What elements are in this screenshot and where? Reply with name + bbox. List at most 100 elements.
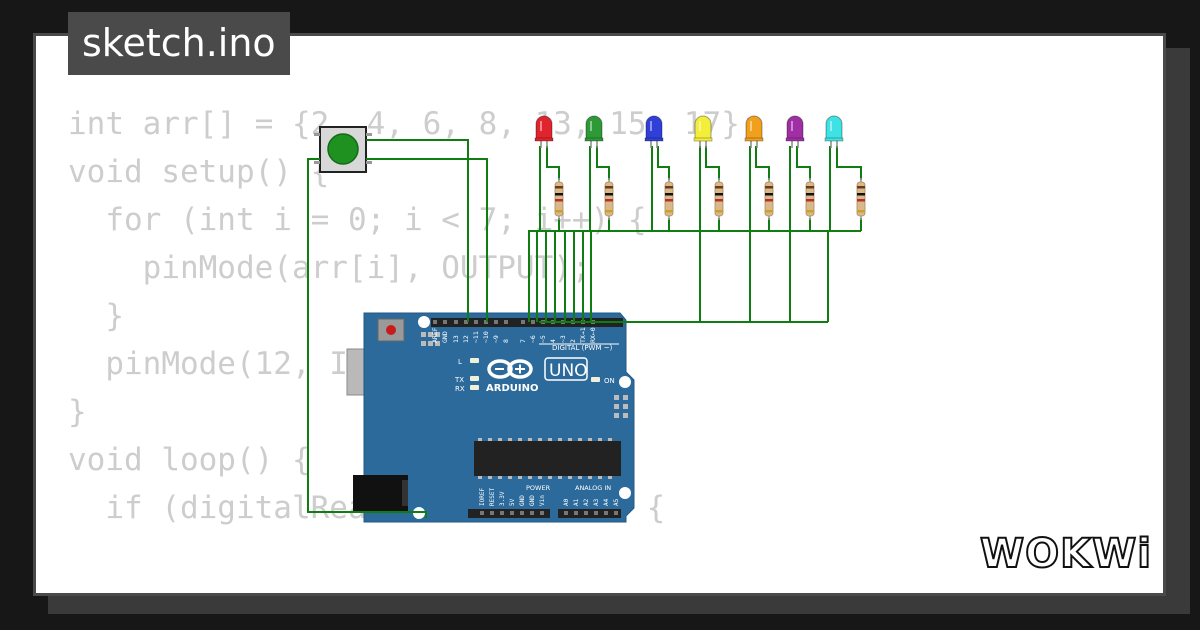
power-header [468, 509, 550, 518]
header-pin[interactable] [604, 511, 608, 515]
wire [596, 146, 610, 180]
header-pin[interactable] [443, 320, 447, 324]
pin-label: 4 [549, 339, 557, 343]
header-pin[interactable] [510, 511, 514, 515]
header-pin[interactable] [500, 511, 504, 515]
pin-label: ~9 [492, 335, 500, 343]
code-line: } [68, 394, 87, 430]
button-cap[interactable] [327, 133, 359, 165]
resistor[interactable] [805, 178, 815, 220]
pin-label: RESET [489, 488, 496, 506]
pushbutton[interactable] [314, 126, 372, 173]
header-pin[interactable] [494, 320, 498, 324]
pin-label: 5V [509, 498, 516, 506]
icsp-header-2 [614, 395, 628, 418]
header-pin[interactable] [564, 511, 568, 515]
power-label: POWER [526, 484, 551, 492]
led-cyan[interactable] [824, 115, 844, 148]
header-pin[interactable] [531, 320, 535, 324]
on-label: ON [604, 377, 615, 385]
pin-label: A1 [573, 498, 580, 506]
pin-label: A3 [593, 498, 600, 506]
led-on [591, 377, 600, 382]
wire [705, 146, 720, 180]
resistor[interactable] [764, 178, 774, 220]
l-label: L [458, 358, 462, 366]
pin-label: AREF [431, 327, 439, 343]
pin-label: RX←0 [589, 327, 597, 343]
header-pin[interactable] [490, 511, 494, 515]
wokwi-logo-text: WOKWi [980, 531, 1152, 575]
resistor[interactable] [554, 178, 564, 220]
analog-label: ANALOG IN [575, 484, 611, 492]
tx-label: TX [454, 376, 464, 384]
icsp-header [421, 332, 440, 346]
wire [366, 139, 469, 322]
code-line: int arr[] = {2, 4, 6, 8, 13, 15, 17}; [68, 106, 759, 142]
pin-label: A2 [583, 498, 590, 506]
wokwi-logo[interactable]: WOKWi [978, 525, 1153, 575]
header-pin[interactable] [433, 320, 437, 324]
pin-label: ~6 [529, 335, 537, 343]
pin-label: ~5 [539, 335, 547, 343]
code-line: } [68, 298, 124, 334]
led-l [470, 358, 479, 363]
header-pin[interactable] [521, 320, 525, 324]
led-orange[interactable] [744, 115, 764, 148]
led-rx [470, 385, 479, 390]
mount-hole [619, 487, 631, 499]
led-blue[interactable] [644, 115, 664, 148]
pin-label: GND [519, 495, 526, 506]
file-tab[interactable]: sketch.ino [68, 12, 290, 75]
pin-label: GND [441, 331, 449, 343]
header-pin[interactable] [464, 320, 468, 324]
wire [307, 158, 427, 518]
header-pin[interactable] [540, 511, 544, 515]
resistor[interactable] [856, 178, 866, 220]
pin-label: 8 [502, 339, 510, 343]
pin-label: ~3 [559, 335, 567, 343]
header-pin[interactable] [574, 511, 578, 515]
header-pin[interactable] [520, 511, 524, 515]
header-pin[interactable] [454, 320, 458, 324]
wire [755, 146, 770, 180]
pin-label: 12 [462, 335, 470, 343]
header-pin[interactable] [614, 511, 618, 515]
pin-label: IOREF [479, 488, 486, 506]
wire [796, 146, 811, 180]
resistor[interactable] [604, 178, 614, 220]
mount-hole [619, 376, 631, 388]
analog-header [558, 509, 621, 518]
header-pin[interactable] [474, 320, 478, 324]
pin-label: 13 [452, 335, 460, 343]
led-red[interactable] [534, 115, 554, 148]
header-pin[interactable] [594, 511, 598, 515]
pin-label: 7 [519, 339, 527, 343]
pin-label: A4 [603, 498, 610, 506]
wire [836, 146, 862, 180]
led-purple[interactable] [785, 115, 805, 148]
header-pin[interactable] [480, 511, 484, 515]
header-pin[interactable] [584, 511, 588, 515]
resistor[interactable] [664, 178, 674, 220]
wire [657, 146, 670, 180]
pin-label: TX→1 [579, 327, 587, 343]
led-yellow[interactable] [693, 115, 713, 148]
header-pin[interactable] [504, 320, 508, 324]
pin-label: A0 [563, 498, 570, 506]
digital-header [431, 318, 623, 327]
resistor[interactable] [714, 178, 724, 220]
header-pin[interactable] [530, 511, 534, 515]
led-array[interactable] [534, 115, 866, 220]
digital-label: DIGITAL (PWM ~) [552, 344, 613, 352]
led-tx [470, 376, 479, 381]
pin-label: 3.3V [499, 491, 506, 506]
led-green[interactable] [584, 115, 604, 148]
pin-label: GND [529, 495, 536, 506]
pin-label: A5 [613, 498, 620, 506]
code-editor: int arr[] = {2, 4, 6, 8, 13, 15, 17};voi… [68, 100, 759, 532]
atmega-chip [474, 441, 621, 476]
